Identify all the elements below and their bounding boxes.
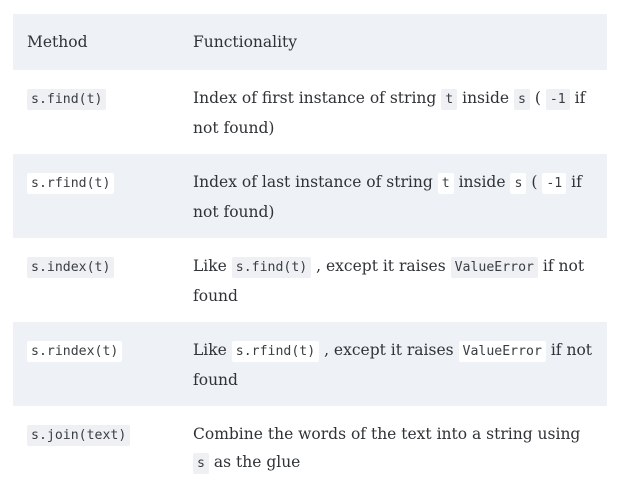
header-functionality: Functionality xyxy=(193,33,298,51)
description-text: ( xyxy=(529,89,546,107)
functionality-cell: Like s.rfind(t) , except it raises Value… xyxy=(193,336,607,394)
inline-code: ValueError xyxy=(458,341,546,362)
inline-code: s xyxy=(510,173,527,194)
functionality-cell: Index of last instance of string t insid… xyxy=(193,168,607,226)
description-text: Index of first instance of string xyxy=(193,89,442,107)
inline-code: t xyxy=(437,173,454,194)
table-row: s.rfind(t) Index of last instance of str… xyxy=(13,154,607,238)
functionality-cell: Like s.find(t) , except it raises ValueE… xyxy=(193,252,607,310)
description-text: , except it raises xyxy=(319,341,459,359)
functionality-cell: Index of first instance of string t insi… xyxy=(193,84,607,142)
inline-code: s xyxy=(193,453,209,474)
method-cell: s.rindex(t) xyxy=(13,336,193,366)
inline-code: -1 xyxy=(545,89,570,110)
description-text: if not found xyxy=(193,341,593,389)
table-row: s.index(t) Like s.find(t) , except it ra… xyxy=(13,238,607,322)
description-text: inside xyxy=(453,173,511,191)
inline-code: -1 xyxy=(542,173,567,194)
description-text: Like xyxy=(193,257,232,275)
method-cell: s.index(t) xyxy=(13,252,193,282)
description-text: if not found) xyxy=(193,89,586,137)
description-text: Combine the words of the text into a str… xyxy=(193,425,581,443)
table-header-row: Method Functionality xyxy=(13,14,607,70)
description-text: if not found) xyxy=(193,173,582,221)
table-row: s.find(t) Index of first instance of str… xyxy=(13,70,607,154)
method-code: s.find(t) xyxy=(27,89,107,110)
method-cell: s.join(text) xyxy=(13,420,193,450)
table-row: s.join(text) Combine the words of the te… xyxy=(13,406,607,490)
description-text: , except it raises xyxy=(311,257,451,275)
table-row: s.rindex(t) Like s.rfind(t) , except it … xyxy=(13,322,607,406)
method-cell: s.find(t) xyxy=(13,84,193,114)
inline-code: s.find(t) xyxy=(231,257,312,278)
header-method: Method xyxy=(27,33,88,51)
method-cell: s.rfind(t) xyxy=(13,168,193,198)
description-text: if not found xyxy=(193,257,585,305)
inline-code: s.rfind(t) xyxy=(231,341,320,362)
method-code: s.join(text) xyxy=(27,425,131,446)
description-text: Index of last instance of string xyxy=(193,173,438,191)
method-code: s.rfind(t) xyxy=(27,173,115,194)
description-text: ( xyxy=(526,173,543,191)
inline-code: s xyxy=(514,89,530,110)
inline-code: t xyxy=(441,89,458,110)
description-text: inside xyxy=(457,89,514,107)
method-code: s.index(t) xyxy=(27,257,115,278)
functionality-cell: Combine the words of the text into a str… xyxy=(193,420,607,478)
string-methods-table: Method Functionality s.find(t) Index of … xyxy=(13,14,607,490)
description-text: as the glue xyxy=(208,453,301,471)
method-code: s.rindex(t) xyxy=(27,341,123,362)
description-text: Like xyxy=(193,341,232,359)
inline-code: ValueError xyxy=(450,257,538,278)
